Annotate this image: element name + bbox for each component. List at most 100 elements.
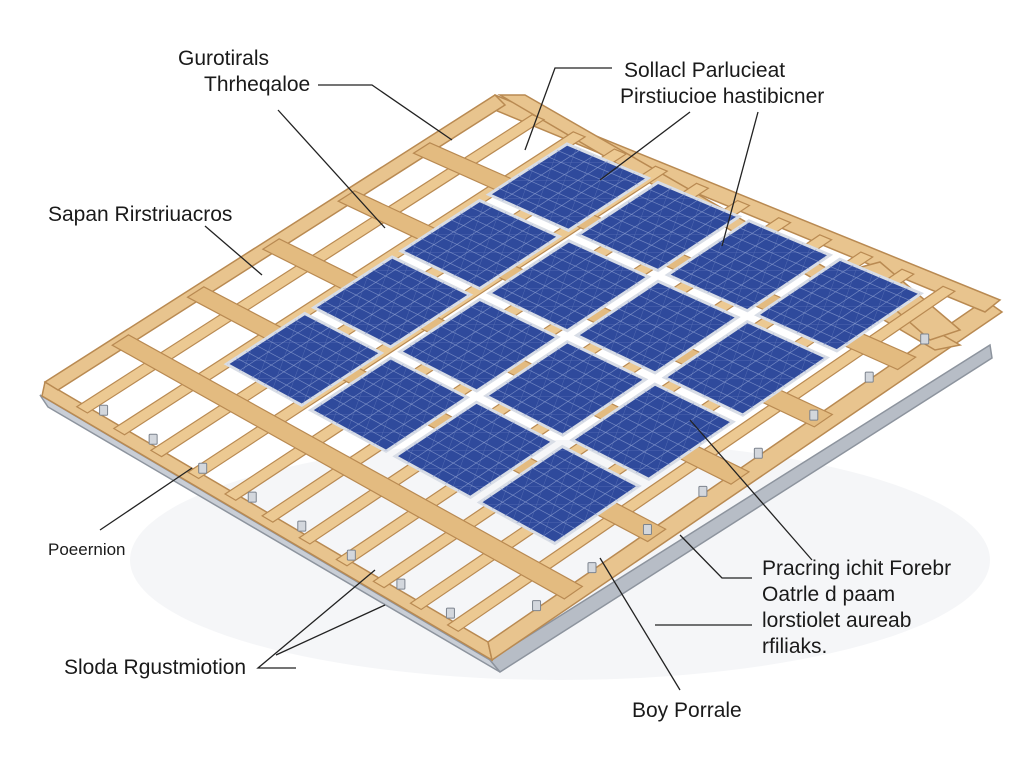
bracket [346, 549, 356, 561]
cell-line [409, 344, 488, 385]
bracket [247, 491, 257, 503]
leader-right-3 [689, 419, 813, 561]
label-right-line-3: lorstiolet aureab [762, 609, 912, 632]
cell-line [508, 181, 589, 218]
bracket [753, 447, 763, 459]
cell-line [551, 453, 629, 494]
bracket [920, 333, 930, 345]
cell-line [708, 247, 789, 284]
cell-line [455, 415, 533, 456]
cell-line [557, 149, 639, 186]
cell-line [275, 332, 352, 373]
cell-line [726, 335, 807, 373]
cell-line [536, 361, 615, 401]
cell-line [362, 275, 441, 315]
label-top-left: Gurotirals Thrheqaloe [178, 46, 310, 98]
bracket [198, 462, 208, 474]
cell-line [687, 261, 769, 298]
cell-line [466, 408, 543, 449]
cell-line [420, 238, 500, 276]
cell-line [527, 168, 609, 205]
bracket [396, 578, 406, 590]
cell-line [435, 428, 512, 470]
label-mid-left-text: Sapan Rirstriuacros [48, 203, 233, 226]
bracket [698, 485, 708, 497]
metal-gutter-right [488, 343, 993, 673]
cell-line [777, 300, 858, 337]
cell-line [647, 287, 728, 325]
leader-right [679, 534, 752, 579]
label-mid-left: Sapan Rirstriuacros [48, 202, 232, 228]
cell-line [352, 281, 431, 322]
cell-line [360, 377, 437, 418]
cell-line [738, 227, 820, 263]
label-top-right-line-2: Pirstiucioe hastibicner [620, 85, 825, 108]
cell-line [736, 328, 817, 366]
cell-line [607, 314, 687, 353]
cell-line [517, 175, 599, 212]
cell-line [538, 260, 619, 298]
leader-bottom-left-2 [275, 604, 386, 656]
cell-line [508, 279, 588, 318]
cell-line [439, 325, 518, 365]
cell-line [697, 254, 779, 291]
leader-top-left-2 [277, 109, 386, 229]
cell-line [500, 488, 577, 530]
cell-line [829, 265, 911, 301]
label-bottom-left-text: Sloda Rgustmiotion [64, 656, 247, 679]
bracket [445, 607, 455, 619]
label-top-right: Sollacl Parlucieat Pirstiucioe hastibicn… [620, 58, 824, 110]
cell-line [265, 338, 342, 380]
cell-line [284, 325, 362, 367]
cell-line [419, 338, 498, 378]
cell-line [537, 162, 619, 199]
cell-line [541, 460, 619, 501]
batten [111, 334, 584, 600]
cell-line [674, 370, 754, 409]
label-bottom: Boy Porrale [632, 698, 742, 724]
cell-line [405, 449, 481, 491]
cell-line [602, 418, 681, 459]
cell-line [718, 240, 800, 277]
cell-line [340, 390, 417, 432]
cell-line [333, 294, 411, 335]
cell-line [516, 375, 594, 415]
label-right-line-4: rfiliaks. [762, 635, 828, 658]
cell-line [644, 390, 723, 430]
cell-line [520, 474, 598, 516]
bracket [297, 520, 307, 532]
cell-line [685, 363, 765, 402]
cell-line [637, 195, 719, 231]
bracket [99, 404, 109, 416]
cell-line [469, 305, 548, 345]
label-bottom-left: Sloda Rgustmiotion [64, 655, 246, 681]
label-top-right-line-1: Sollacl Parlucieat [624, 59, 786, 82]
cell-line [430, 231, 510, 270]
cell-line [425, 435, 502, 477]
cell-line [294, 319, 372, 360]
cell-line [586, 328, 666, 367]
cell-line [330, 396, 407, 439]
leader-mid-left [204, 225, 263, 276]
label-left: Poeernion [48, 537, 126, 563]
leader-bottom [599, 557, 681, 691]
solar-panel-array [223, 142, 925, 546]
cell-line [236, 357, 312, 400]
cell-line [469, 206, 550, 244]
cell-line [370, 370, 448, 412]
leader-top-right-3 [721, 111, 759, 247]
cell-line [506, 381, 584, 422]
cell-line [440, 225, 520, 263]
cell-line [245, 351, 322, 393]
cell-line [617, 208, 699, 244]
label-top-left-line-2: Thrheqaloe [204, 73, 311, 96]
cell-line [623, 404, 702, 444]
cell-line [818, 272, 901, 309]
cell-line [547, 156, 629, 192]
leader-top-right [524, 67, 612, 151]
cell-line [415, 442, 492, 484]
leader-left [99, 467, 193, 531]
cell-line [498, 187, 579, 225]
